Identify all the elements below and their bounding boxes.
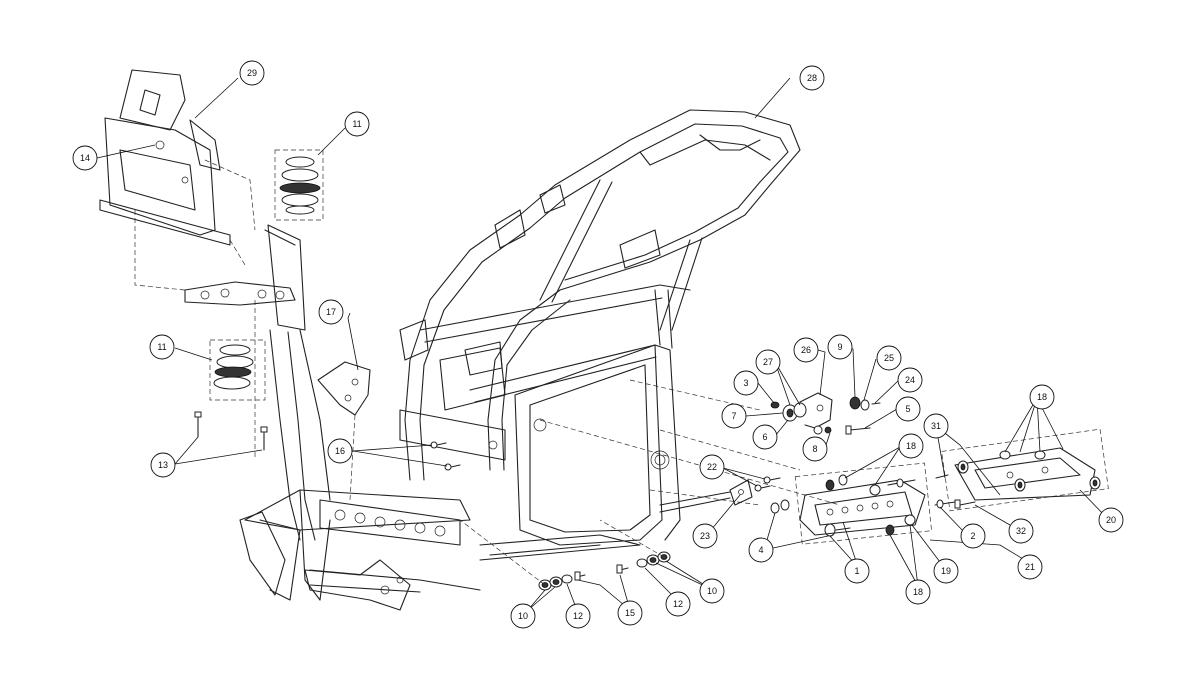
callout-12-left: 12 — [565, 603, 591, 629]
callout-11-upper: 11 — [344, 111, 370, 137]
svg-text:28: 28 — [807, 73, 817, 83]
callout-17: 17 — [318, 299, 344, 325]
svg-text:25: 25 — [884, 353, 894, 363]
callout-26: 26 — [793, 337, 819, 363]
svg-text:1: 1 — [854, 566, 859, 576]
svg-text:13: 13 — [158, 460, 168, 470]
callout-15: 15 — [617, 600, 643, 626]
svg-text:22: 22 — [707, 462, 717, 472]
bearing-set-upper — [274, 149, 324, 221]
callout-13: 13 — [150, 452, 176, 478]
front-frame — [184, 224, 481, 611]
callout-2: 2 — [960, 523, 986, 549]
svg-text:3: 3 — [743, 378, 748, 388]
svg-text:26: 26 — [801, 345, 811, 355]
svg-text:18: 18 — [1037, 392, 1047, 402]
callout-28: 28 — [799, 65, 825, 91]
leader-lines — [96, 77, 1108, 614]
svg-text:10: 10 — [707, 586, 717, 596]
callout-25: 25 — [876, 345, 902, 371]
svg-text:14: 14 — [80, 153, 90, 163]
callout-4: 4 — [748, 537, 774, 563]
svg-text:21: 21 — [1025, 562, 1035, 572]
top-bracket-assembly — [99, 69, 256, 291]
callout-14: 14 — [72, 145, 98, 171]
svg-text:16: 16 — [335, 446, 345, 456]
main-frame — [399, 109, 801, 561]
bolts-16 — [430, 441, 461, 471]
svg-text:17: 17 — [326, 307, 336, 317]
svg-text:7: 7 — [731, 411, 736, 421]
svg-text:11: 11 — [352, 119, 361, 129]
callout-21: 21 — [1017, 554, 1043, 580]
callout-3: 3 — [733, 370, 759, 396]
callout-22: 22 — [699, 454, 725, 480]
svg-text:23: 23 — [700, 531, 710, 541]
svg-text:4: 4 — [758, 545, 763, 555]
bottom-hardware — [459, 519, 671, 591]
callouts: 29 14 11 11 13 17 16 28 27 26 9 25 3 24 … — [72, 60, 1124, 629]
svg-text:12: 12 — [673, 599, 683, 609]
callout-5: 5 — [895, 396, 921, 422]
svg-text:19: 19 — [941, 566, 951, 576]
svg-text:31: 31 — [931, 421, 941, 431]
bracket-17 — [317, 361, 371, 501]
svg-text:10: 10 — [518, 611, 528, 621]
svg-text:18: 18 — [913, 587, 923, 597]
svg-text:20: 20 — [1106, 515, 1116, 525]
svg-text:15: 15 — [625, 608, 635, 618]
callout-24: 24 — [897, 367, 923, 393]
callout-16: 16 — [327, 438, 353, 464]
callout-18-mid: 18 — [898, 433, 924, 459]
callout-18-top-right: 18 — [1029, 384, 1055, 410]
svg-text:2: 2 — [970, 531, 975, 541]
svg-text:27: 27 — [763, 357, 773, 367]
callout-1: 1 — [844, 558, 870, 584]
callout-7: 7 — [721, 403, 747, 429]
svg-text:18: 18 — [906, 441, 916, 451]
callout-31: 31 — [923, 413, 949, 439]
callout-27: 27 — [755, 349, 781, 375]
svg-text:9: 9 — [837, 342, 842, 352]
callout-8: 8 — [802, 436, 828, 462]
svg-text:12: 12 — [573, 611, 583, 621]
svg-text:8: 8 — [812, 444, 817, 454]
svg-text:29: 29 — [247, 68, 257, 78]
rear-mount-hardware — [539, 379, 1109, 545]
callout-10-right: 10 — [699, 578, 725, 604]
callout-20: 20 — [1098, 507, 1124, 533]
callout-29: 29 — [239, 60, 265, 86]
bearing-set-lower — [209, 300, 266, 460]
svg-text:32: 32 — [1016, 526, 1026, 536]
svg-text:24: 24 — [905, 375, 915, 385]
svg-text:5: 5 — [905, 404, 910, 414]
callout-32: 32 — [1008, 518, 1034, 544]
callout-10-left: 10 — [510, 603, 536, 629]
callout-12-right: 12 — [665, 591, 691, 617]
callout-18-bottom: 18 — [905, 579, 931, 605]
callout-23: 23 — [692, 523, 718, 549]
callout-6: 6 — [752, 424, 778, 450]
callout-9: 9 — [827, 334, 853, 360]
svg-text:11: 11 — [157, 342, 166, 352]
bolts-13 — [194, 411, 268, 451]
svg-text:6: 6 — [762, 432, 767, 442]
callout-11-lower: 11 — [149, 334, 175, 360]
callout-19: 19 — [933, 558, 959, 584]
